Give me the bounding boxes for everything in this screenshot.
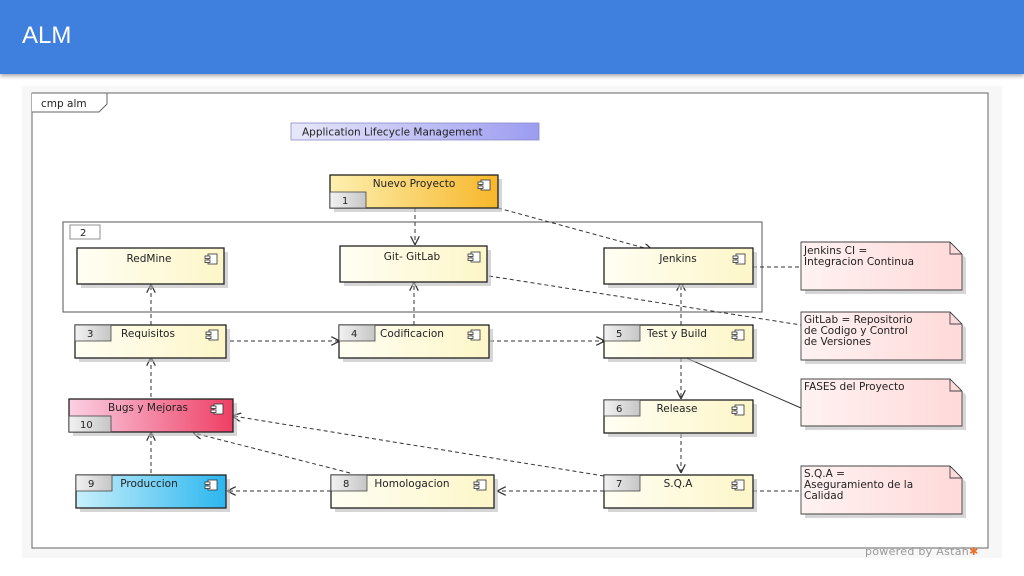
component-label: Requisitos	[121, 328, 175, 340]
component-icon	[732, 253, 746, 265]
component-number: 1	[342, 196, 348, 207]
component-icon	[473, 479, 487, 491]
note-line: Calidad	[804, 490, 843, 502]
component-label: Codificacion	[380, 328, 444, 340]
note-line: Integracion Continua	[804, 256, 914, 268]
component-number: 7	[616, 479, 622, 490]
component-label: Jenkins	[658, 253, 696, 265]
component-bugs-mejoras[interactable]: 10 Bugs y Mejoras	[68, 398, 237, 436]
component-requisitos[interactable]: 3 Requisitos	[74, 324, 230, 362]
component-label: Homologacion	[374, 478, 449, 490]
component-number: 5	[616, 329, 622, 340]
component-codificacion[interactable]: 4 Codificacion	[338, 324, 493, 362]
component-icon	[731, 329, 745, 341]
component-number: 6	[616, 404, 622, 415]
component-number: 9	[88, 479, 94, 490]
component-label: S.Q.A	[664, 478, 694, 490]
component-icon	[467, 329, 481, 341]
dep-homologacion-bugs	[194, 433, 351, 474]
dep-nuevo-jenkins	[497, 207, 652, 250]
component-icon	[204, 253, 218, 265]
diagram-title-box: Application Lifecycle Management	[290, 122, 540, 141]
note-line: FASES del Proyecto	[804, 381, 905, 393]
note-line: GitLab = Repositorio	[804, 314, 913, 326]
note-jenkins: Jenkins CI = Integracion Continua	[800, 241, 966, 294]
component-homologacion[interactable]: 8 Homologacion	[330, 474, 498, 512]
component-icon	[731, 479, 745, 491]
note-line: Jenkins CI =	[803, 245, 867, 257]
note-line: de Codigo y Control	[804, 325, 908, 337]
astah-logo-icon: ✱	[969, 545, 979, 558]
component-label: Nuevo Proyecto	[373, 178, 456, 190]
frame-label: cmp alm	[41, 98, 87, 110]
note-line: Aseguramiento de la	[804, 479, 913, 491]
note-fases: FASES del Proyecto	[800, 378, 966, 430]
component-sqa[interactable]: 7 S.Q.A	[603, 474, 757, 512]
component-icon	[731, 404, 745, 416]
note-line: de Versiones	[804, 336, 871, 348]
component-icon	[467, 251, 481, 263]
component-release[interactable]: 6 Release	[603, 399, 757, 437]
connectors	[151, 207, 802, 491]
component-produccion[interactable]: 9 Produccion	[75, 474, 230, 512]
component-jenkins[interactable]: Jenkins	[603, 247, 757, 288]
component-gitlab[interactable]: Git- GitLab	[339, 245, 491, 286]
component-icon	[204, 479, 218, 491]
component-nuevo-proyecto[interactable]: 1 Nuevo Proyecto	[329, 174, 502, 212]
component-number: 3	[87, 329, 93, 340]
component-redmine[interactable]: RedMine	[76, 247, 228, 288]
group-number: 2	[80, 228, 86, 239]
header-bar: ALM	[0, 0, 1024, 74]
note-link-gitlab	[488, 275, 802, 326]
component-number: 4	[351, 329, 357, 340]
powered-by-text: powered by Astah	[865, 545, 970, 558]
note-line: S.Q.A =	[804, 468, 845, 480]
component-label: Release	[656, 403, 697, 415]
component-number: 8	[343, 479, 349, 490]
component-label: Git- GitLab	[384, 251, 441, 263]
component-label: Bugs y Mejoras	[108, 402, 188, 414]
component-test-build[interactable]: 5 Test y Build	[603, 324, 757, 362]
component-number: 10	[80, 420, 93, 431]
note-sqa: S.Q.A = Aseguramiento de la Calidad	[800, 465, 966, 518]
component-icon	[210, 403, 224, 415]
powered-by-footer: powered by Astah✱	[865, 545, 979, 558]
diagram-title: Application Lifecycle Management	[302, 127, 483, 139]
component-icon	[205, 329, 219, 341]
component-label: Test y Build	[646, 328, 707, 340]
page-title: ALM	[22, 22, 72, 49]
note-gitlab: GitLab = Repositorio de Codigo y Control…	[800, 311, 966, 364]
component-icon	[477, 179, 491, 191]
component-label: Produccion	[120, 478, 178, 490]
component-label: RedMine	[126, 253, 171, 265]
